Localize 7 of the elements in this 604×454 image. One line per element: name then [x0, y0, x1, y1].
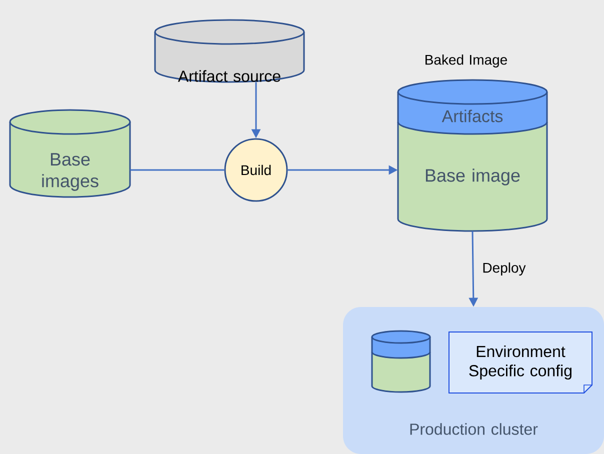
heading: Baked Image: [426, 54, 507, 68]
cylinder: Base images: [9, 109, 131, 198]
note-box: Environment Specific config: [448, 332, 592, 394]
cylinder: Artifact source: [154, 19, 305, 83]
cylinder: [371, 330, 431, 393]
cylinder: Artifacts Base image: [397, 79, 548, 232]
edge-label: Deploy: [481, 261, 527, 277]
